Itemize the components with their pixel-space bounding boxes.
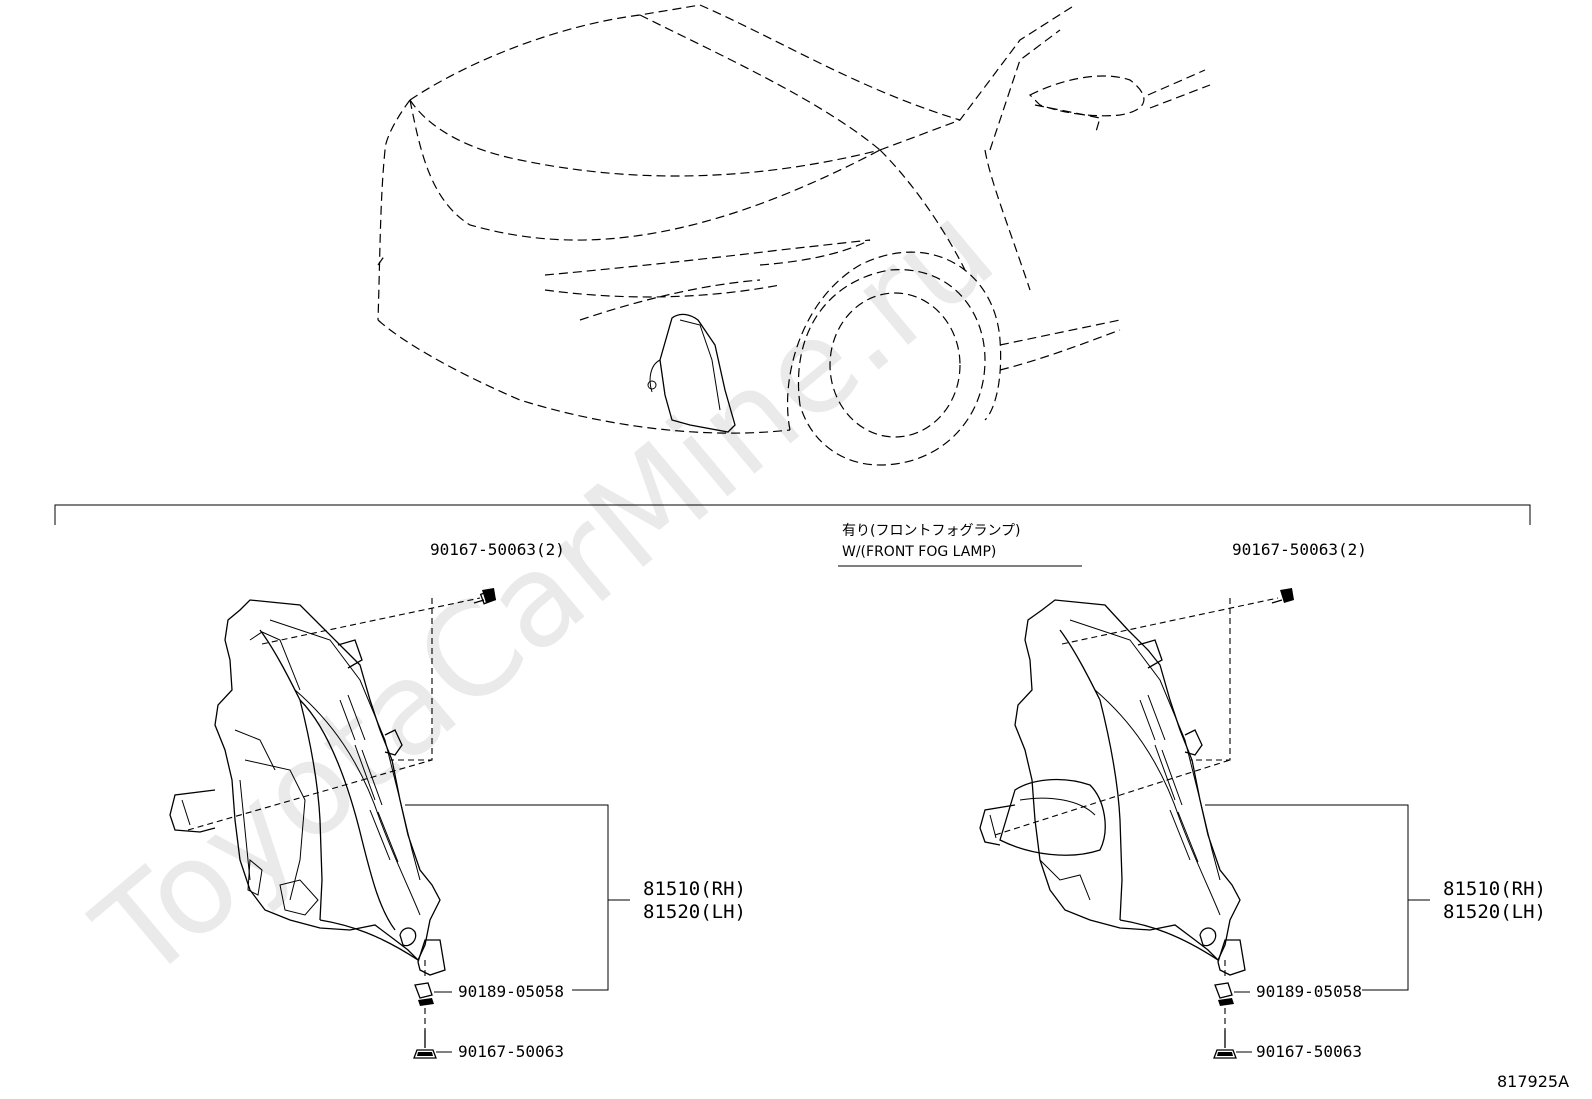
screw-icon — [1213, 1030, 1237, 1059]
right-lamp-lh-label: 81520(LH) — [1443, 901, 1546, 923]
left-assembly — [169, 588, 630, 1059]
right-lamp-rh-label: 81510(RH) — [1443, 878, 1546, 900]
watermark-text: ToyotaCarMine.ru — [68, 176, 1021, 1010]
condition-label-en: W/(FRONT FOG LAMP) — [842, 544, 996, 560]
left-bolt-top-label: 90167-50063(2) — [430, 540, 565, 559]
illustration-code: 817925A — [1497, 1072, 1569, 1091]
left-lamp-lh-label: 81520(LH) — [643, 901, 746, 923]
clip-nut-icon — [1214, 982, 1234, 1006]
right-bolt-top-label: 90167-50063(2) — [1232, 540, 1367, 559]
right-assembly — [979, 588, 1430, 1059]
car-front-outline-icon — [377, 4, 1211, 466]
screw-icon — [413, 1030, 437, 1059]
condition-label-jp: 有り(フロントフォグランプ) — [842, 523, 1021, 539]
bolt-icon — [1271, 588, 1294, 604]
right-clip-label: 90189-05058 — [1256, 982, 1362, 1001]
fog-lamp-housing-icon — [169, 599, 446, 976]
right-screw-label: 90167-50063 — [1256, 1042, 1362, 1061]
group-bracket — [54, 504, 1531, 525]
clip-nut-icon — [414, 982, 434, 1006]
bolt-icon — [473, 588, 497, 605]
left-lamp-rh-label: 81510(RH) — [643, 878, 746, 900]
fog-lamp-housing-icon — [979, 599, 1246, 976]
left-screw-label: 90167-50063 — [458, 1042, 564, 1061]
left-clip-label: 90189-05058 — [458, 982, 564, 1001]
